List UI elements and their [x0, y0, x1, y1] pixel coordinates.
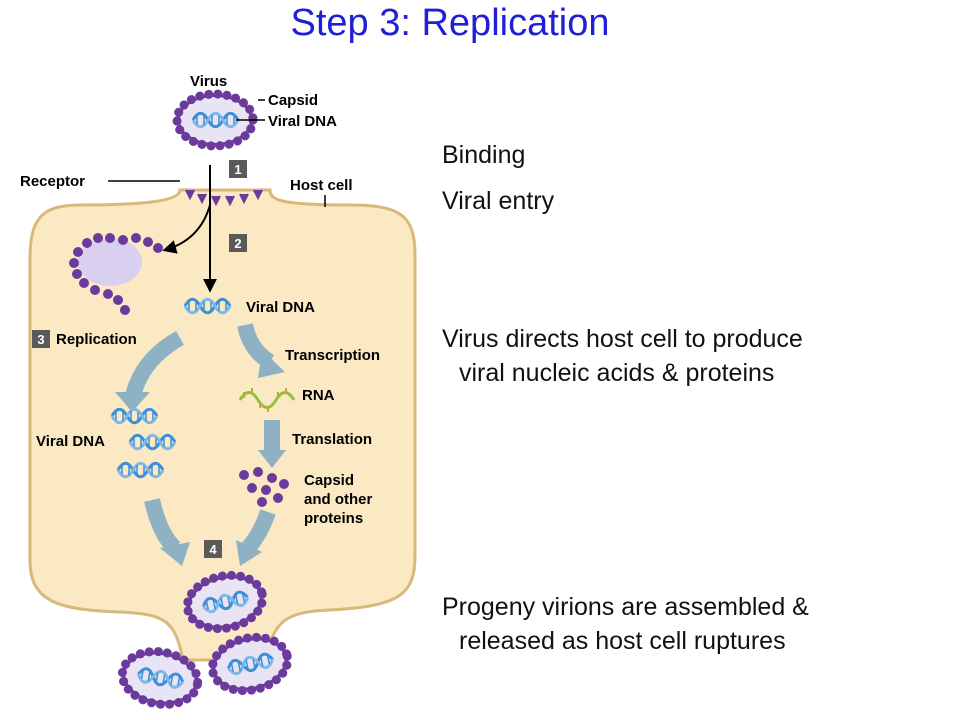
viral-dna-top-label: Viral DNA: [268, 113, 337, 130]
translation-arrowhead: [258, 450, 286, 468]
step-release-line-1: Progeny virions are assembled &: [442, 593, 809, 621]
step-replication-line-2: viral nucleic acids & proteins: [459, 359, 775, 387]
translation-arrow: [264, 420, 280, 452]
step-badge-4: 4: [204, 540, 222, 558]
capsid-other-label-2: and other: [304, 491, 372, 508]
assembly-arrowhead-left: [160, 542, 190, 566]
svg-text:3: 3: [37, 332, 44, 347]
slide-title: Step 3: Replication: [290, 2, 610, 44]
svg-text:1: 1: [234, 162, 241, 177]
transcription-arrowhead: [258, 350, 285, 378]
capsid-other-label-1: Capsid: [304, 472, 354, 489]
step-badge-3: 3: [32, 330, 50, 348]
virus-label: Virus: [190, 73, 227, 90]
capsid-other-label-3: proteins: [304, 510, 363, 527]
step-viral-entry: Viral entry: [442, 187, 555, 215]
assembly-arrowhead-right: [236, 540, 262, 566]
svg-text:4: 4: [209, 542, 217, 557]
uncoat-arrow: [162, 204, 211, 254]
step-badge-2: 2: [229, 234, 247, 252]
step-release-text: Progeny virions are assembled & released…: [442, 590, 809, 658]
transcription-label: Transcription: [285, 347, 380, 364]
replication-arrowhead: [115, 392, 150, 412]
step-replication-line-1: Virus directs host cell to produce: [442, 325, 803, 353]
step-replication-text: Virus directs host cell to produce viral…: [442, 322, 803, 390]
translation-label: Translation: [292, 431, 372, 448]
receptor-cluster: [185, 189, 263, 207]
viral-dna-mid-label: Viral DNA: [246, 299, 315, 316]
host-cell-label: Host cell: [290, 177, 353, 194]
rna-label: RNA: [302, 387, 335, 404]
svg-text:2: 2: [234, 236, 241, 251]
assembly-arrow-right: [241, 509, 276, 554]
capsid-protein-dots: [239, 467, 289, 507]
replication-label: Replication: [56, 331, 137, 348]
receptor-label: Receptor: [20, 173, 85, 190]
viral-dna-left-label: Viral DNA: [36, 433, 105, 450]
uncoating-capsid: [69, 233, 163, 315]
step-binding: Binding: [442, 141, 526, 169]
capsid-label: Capsid: [268, 92, 318, 109]
step-release-line-2: released as host cell ruptures: [459, 627, 786, 655]
step-badge-1: 1: [229, 160, 247, 178]
